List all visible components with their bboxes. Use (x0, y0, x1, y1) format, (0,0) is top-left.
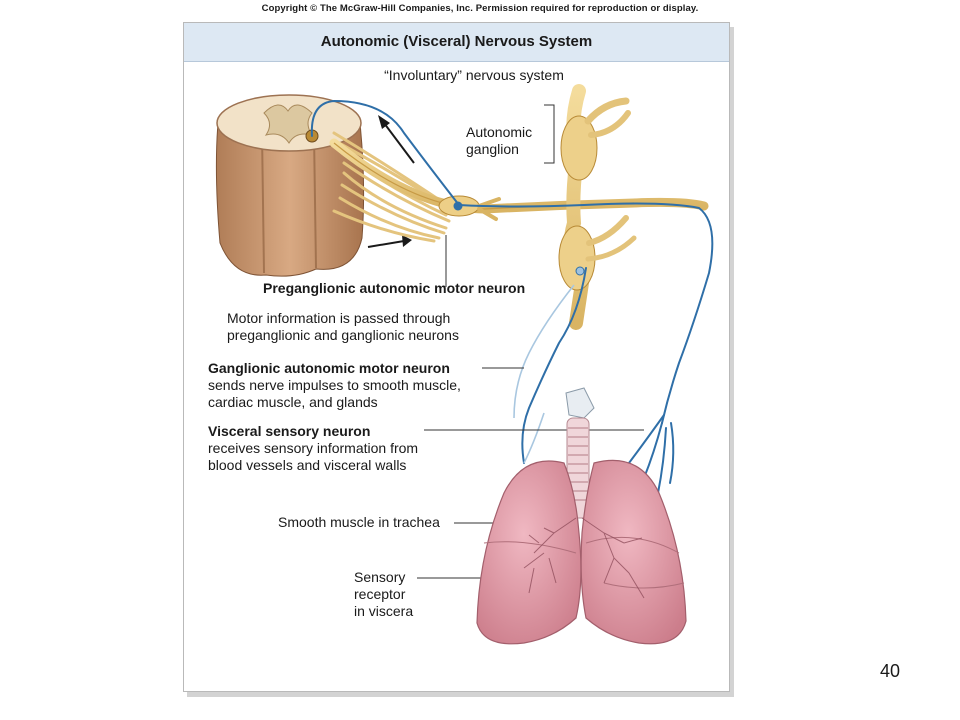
preganglionic-label: Preganglionic autonomic motor neuron (263, 280, 526, 296)
sensory-receptor-line: Sensory (354, 569, 406, 585)
autonomic-ganglion-label-line: Autonomic (466, 124, 533, 140)
diagram-subtitle: “Involuntary” nervous system (384, 67, 564, 83)
diagram-panel: Autonomic (Visceral) Nervous System “Inv… (183, 22, 730, 692)
visceral-desc-line: receives sensory information from (208, 440, 419, 456)
diagram-title: Autonomic (Visceral) Nervous System (320, 33, 593, 50)
smooth-muscle-label: Smooth muscle in trachea (278, 514, 440, 530)
lungs (476, 459, 687, 645)
visceral-title: Visceral sensory neuron (208, 423, 371, 439)
visceral-sensory-label: Visceral sensory neuron receives sensory… (208, 423, 418, 474)
nervous-system-illustration (215, 84, 714, 645)
ganglionic-title: Ganglionic autonomic motor neuron (208, 360, 450, 376)
ganglionic-desc-line: sends nerve impulses to smooth muscle, (208, 377, 461, 393)
title-bar: Autonomic (Visceral) Nervous System (184, 23, 729, 62)
motor-info-line: preganglionic and ganglionic neurons (227, 327, 459, 343)
autonomic-ganglion-label-line: ganglion (466, 141, 519, 157)
ganglionic-label: Ganglionic autonomic motor neuron sends … (208, 360, 461, 411)
page-number: 40 (880, 661, 901, 681)
autonomic-ganglion-label: Autonomic ganglion (466, 124, 532, 158)
sensory-receptor-line: in viscera (354, 603, 414, 619)
sensory-receptor-label: Sensory receptor in viscera (354, 569, 413, 620)
visceral-desc-line: blood vessels and visceral walls (208, 457, 407, 473)
copyright-notice: Copyright © The McGraw-Hill Companies, I… (261, 3, 699, 14)
sensory-receptor-line: receptor (354, 586, 406, 602)
spinal-cord (215, 94, 365, 277)
motor-info-line: Motor information is passed through (227, 310, 451, 326)
motor-info-text: Motor information is passed through preg… (227, 310, 459, 344)
sensory-neuron (310, 99, 714, 494)
ganglionic-desc-line: cardiac muscle, and glands (208, 394, 378, 410)
